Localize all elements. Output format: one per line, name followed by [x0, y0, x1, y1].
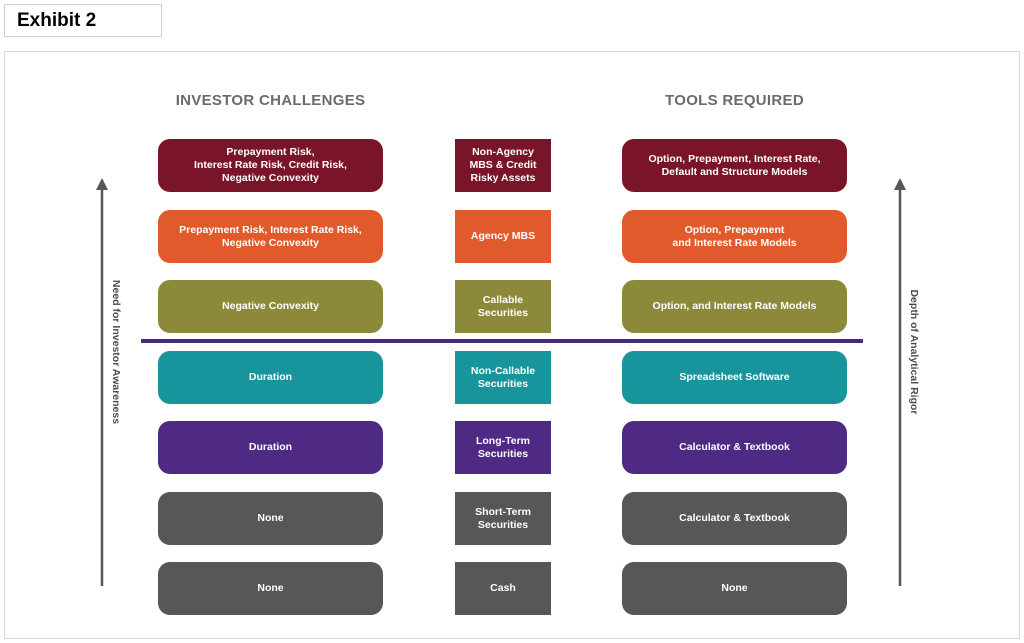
challenge-box: Duration: [158, 421, 383, 474]
security-box: Short-Term Securities: [455, 492, 551, 545]
security-box: Agency MBS: [455, 210, 551, 263]
challenge-box: None: [158, 562, 383, 615]
exhibit-label: Exhibit 2: [4, 4, 162, 37]
challenge-box: Prepayment Risk, Interest Rate Risk, Cre…: [158, 139, 383, 192]
divider-line: [141, 339, 863, 343]
security-box: Cash: [455, 562, 551, 615]
tool-box: Calculator & Textbook: [622, 421, 847, 474]
right-axis-label: Depth of Analytical Rigor: [908, 289, 920, 415]
tools-required-header: TOOLS REQUIRED: [665, 92, 804, 109]
tool-box: Option, and Interest Rate Models: [622, 280, 847, 333]
tool-box: Spreadsheet Software: [622, 351, 847, 404]
left-up-arrow-icon: [96, 178, 108, 586]
challenge-box: None: [158, 492, 383, 545]
challenge-box: Duration: [158, 351, 383, 404]
investor-challenges-header: INVESTOR CHALLENGES: [175, 92, 366, 109]
tool-box: Calculator & Textbook: [622, 492, 847, 545]
left-axis-label: Need for Investor Awareness: [110, 279, 122, 425]
challenge-box: Prepayment Risk, Interest Rate Risk, Neg…: [158, 210, 383, 263]
security-box: Callable Securities: [455, 280, 551, 333]
security-box: Non-Agency MBS & Credit Risky Assets: [455, 139, 551, 192]
challenge-box: Negative Convexity: [158, 280, 383, 333]
tool-box: Option, Prepayment, Interest Rate, Defau…: [622, 139, 847, 192]
tool-box: None: [622, 562, 847, 615]
right-up-arrow-icon: [894, 178, 906, 586]
security-box: Non-Callable Securities: [455, 351, 551, 404]
tool-box: Option, Prepayment and Interest Rate Mod…: [622, 210, 847, 263]
security-box: Long-Term Securities: [455, 421, 551, 474]
